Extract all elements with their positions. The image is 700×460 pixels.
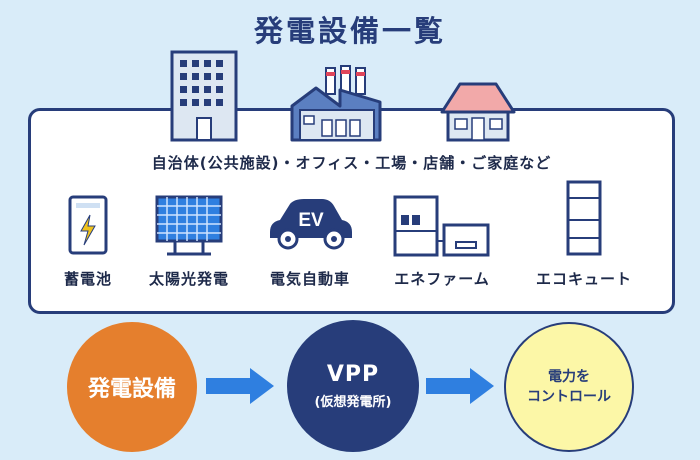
step3-line2: コントロール	[527, 389, 611, 405]
ev-badge: EV	[298, 210, 324, 231]
office-building-icon	[170, 50, 238, 142]
eco-cute-icon	[566, 180, 602, 256]
device-label-battery: 蓄電池	[63, 270, 112, 288]
factory-icon	[290, 65, 382, 142]
device-label-eco-cute: エコキュート	[535, 270, 632, 288]
step2-sub-label: (仮想発電所)	[314, 395, 392, 410]
device-label-ene-farm: エネファーム	[394, 270, 490, 288]
facility-caption: 自治体(公共施設)・オフィス・工場・店舗・ご家庭など	[151, 154, 552, 172]
arrow-right-icon	[426, 368, 494, 404]
vpp-circle: VPP (仮想発電所)	[287, 320, 419, 452]
step1-label: 発電設備	[87, 377, 176, 402]
device-label-solar: 太陽光発電	[148, 270, 229, 288]
arrow-right-icon	[206, 368, 274, 404]
page-title: 発電設備一覧	[253, 14, 446, 48]
power-equipment-circle: 発電設備	[67, 322, 197, 452]
ene-farm-icon	[393, 195, 490, 257]
device-label-ev: 電気自動車	[269, 270, 350, 288]
power-control-circle: 電力を コントロール	[504, 322, 634, 452]
battery-icon	[68, 195, 108, 255]
solar-panel-icon	[155, 195, 223, 256]
step2-main-label: VPP	[326, 362, 380, 387]
house-icon	[440, 82, 516, 142]
ev-car-icon: EV	[270, 199, 352, 250]
step3-line1: 電力を	[548, 369, 590, 385]
